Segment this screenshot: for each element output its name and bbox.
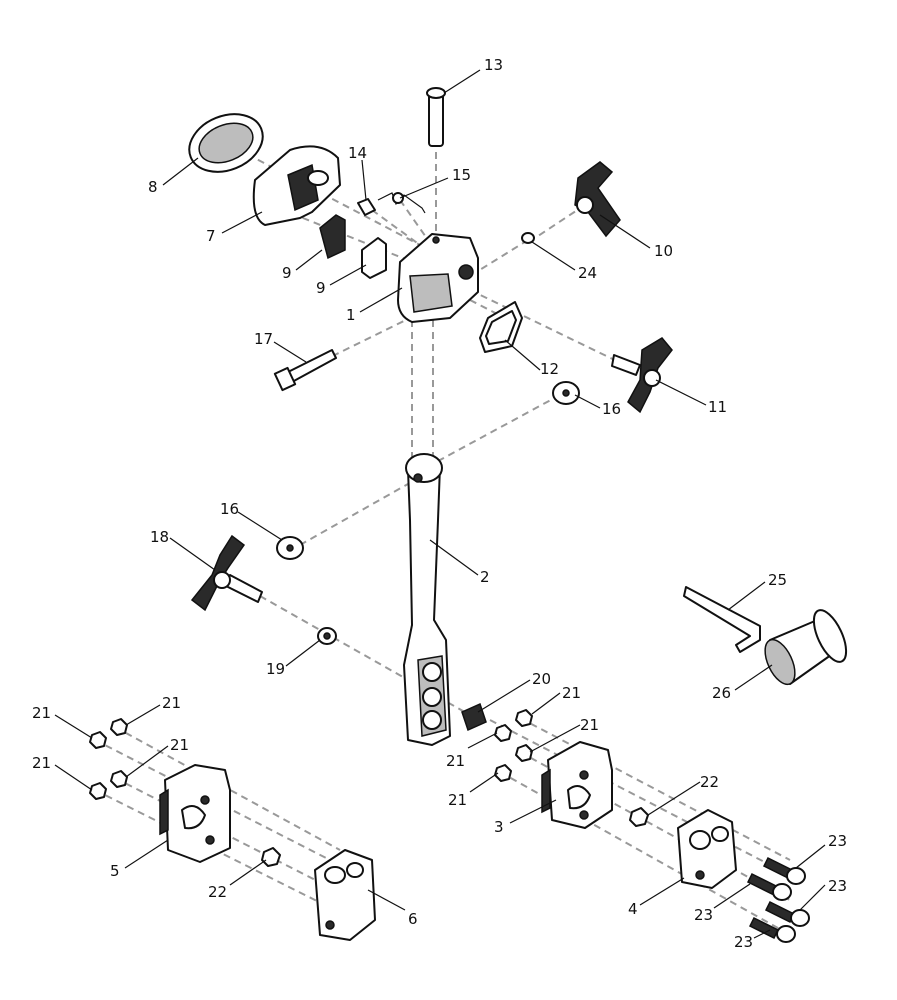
part-21-nut-d	[89, 782, 107, 800]
callout-2: 2	[480, 568, 490, 586]
callout-24: 24	[578, 264, 597, 282]
part-4-clamp	[677, 809, 737, 889]
part-25-hex-key	[683, 586, 761, 653]
part-11-thumbscrew	[611, 337, 673, 414]
part-5-clamp	[159, 764, 231, 863]
callout-21: 21	[562, 684, 581, 702]
part-9-pad-a	[319, 214, 346, 260]
callout-12: 12	[540, 360, 559, 378]
part-14-screw	[357, 198, 376, 216]
callout-9: 9	[282, 264, 292, 282]
part-23-bolt-c	[764, 900, 810, 927]
callout-21: 21	[446, 752, 465, 770]
callout-21: 21	[448, 791, 467, 809]
callout-21: 21	[162, 694, 181, 712]
part-22-nut-b	[629, 807, 649, 827]
callout-9: 9	[316, 279, 326, 297]
callout-21: 21	[32, 704, 51, 722]
part-21-nut-f	[494, 724, 512, 742]
callout-20: 20	[532, 670, 551, 688]
part-21-nut-g	[515, 744, 533, 762]
callout-21: 21	[580, 716, 599, 734]
part-6-clamp	[314, 849, 376, 941]
callout-8: 8	[148, 178, 158, 196]
part-1-head	[397, 233, 479, 323]
part-9-pad-b	[361, 237, 387, 279]
callout-22: 22	[208, 883, 227, 901]
part-3-clamp	[541, 741, 613, 829]
callout-7: 7	[206, 227, 216, 245]
part-13-pin	[426, 87, 446, 147]
callout-23: 23	[734, 933, 753, 951]
part-22-nut-a	[261, 847, 281, 867]
part-23-bolt-d	[748, 916, 796, 943]
callout-5: 5	[110, 862, 120, 880]
callout-21: 21	[32, 754, 51, 772]
callout-23: 23	[828, 832, 847, 850]
part-17-bolt	[273, 349, 337, 392]
part-8-lens	[188, 113, 264, 173]
part-18-thumbscrew	[190, 534, 263, 612]
part-21-nut-a	[89, 731, 107, 749]
callout-22: 22	[700, 773, 719, 791]
callout-16: 16	[602, 400, 621, 418]
part-26-roll	[764, 609, 848, 686]
callout-11: 11	[708, 398, 727, 416]
callout-16: 16	[220, 500, 239, 518]
part-7-housing	[252, 145, 341, 226]
callout-25: 25	[768, 571, 787, 589]
callout-1: 1	[346, 306, 356, 324]
callout-10: 10	[654, 242, 673, 260]
part-21-nut-e	[515, 709, 533, 727]
part-20-spring	[461, 702, 487, 732]
callout-labels: 13 14 15 8 7 9 9 1 10 24 17 12 11 16 16 …	[32, 56, 847, 951]
callout-4: 4	[628, 900, 638, 918]
callout-18: 18	[150, 528, 169, 546]
callout-19: 19	[266, 660, 285, 678]
callout-14: 14	[348, 144, 367, 162]
part-19-washer	[317, 627, 337, 645]
callout-13: 13	[484, 56, 503, 74]
callout-26: 26	[712, 684, 731, 702]
part-16-washer-b	[276, 536, 304, 560]
callout-21: 21	[170, 736, 189, 754]
leader-lines	[54, 69, 826, 939]
part-15-spring	[377, 192, 426, 214]
callout-17: 17	[254, 330, 273, 348]
part-12-gasket	[479, 301, 523, 353]
callout-3: 3	[494, 818, 504, 836]
part-2-arm	[403, 453, 451, 746]
callout-23: 23	[694, 906, 713, 924]
part-23-bolt-a	[762, 856, 806, 885]
part-24-washer	[521, 232, 535, 244]
part-21-nut-b	[110, 718, 128, 736]
part-10-thumbscrew	[574, 161, 621, 238]
callout-23: 23	[828, 877, 847, 895]
callout-15: 15	[452, 166, 471, 184]
part-16-washer-a	[552, 381, 580, 405]
callout-6: 6	[408, 910, 418, 928]
part-21-nut-c	[110, 770, 128, 788]
part-23-bolt-b	[746, 872, 792, 901]
